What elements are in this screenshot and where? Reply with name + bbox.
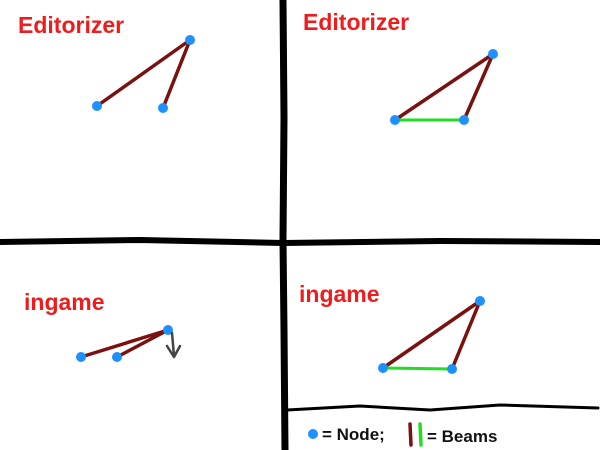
beam-dark <box>79 328 170 359</box>
node-icon <box>112 352 122 362</box>
structure-top-left <box>92 35 195 113</box>
beam-dark <box>161 38 192 110</box>
beam-dark <box>462 52 495 122</box>
structure-bottom-left <box>76 325 182 362</box>
panel-title-bottom-left: ingame <box>24 289 105 315</box>
structure-bottom-right <box>378 296 485 374</box>
down-arrow-icon <box>165 331 182 359</box>
panel-title-top-right: Editorizer <box>303 9 409 35</box>
node-icon <box>447 364 457 374</box>
legend: = Node; = Beams <box>308 422 497 447</box>
node-icon <box>76 352 86 362</box>
node-icon <box>475 296 485 306</box>
legend-beams-icon <box>408 422 423 447</box>
legend-node-label: = Node; <box>322 425 385 444</box>
beam-dark <box>450 299 482 371</box>
node-icon <box>163 325 173 335</box>
legend-divider <box>285 403 600 412</box>
legend-beams-label: = Beams <box>427 427 497 446</box>
beam-dark <box>381 299 482 370</box>
node-icon <box>488 49 498 59</box>
horizontal-divider <box>0 236 600 247</box>
panel-title-bottom-right: ingame <box>299 281 380 307</box>
legend-node-icon <box>308 429 318 439</box>
node-icon <box>92 101 102 111</box>
node-icon <box>185 35 195 45</box>
panel-title-top-left: Editorizer <box>18 12 124 38</box>
beam-dark <box>393 52 495 122</box>
node-icon <box>390 115 400 125</box>
beam-green <box>381 366 454 371</box>
node-icon <box>158 103 168 113</box>
beam-dark <box>115 328 170 359</box>
structure-top-right <box>390 49 498 125</box>
vertical-divider <box>279 0 289 450</box>
node-icon <box>459 115 469 125</box>
beam-dark <box>95 38 192 108</box>
node-icon <box>378 363 388 373</box>
